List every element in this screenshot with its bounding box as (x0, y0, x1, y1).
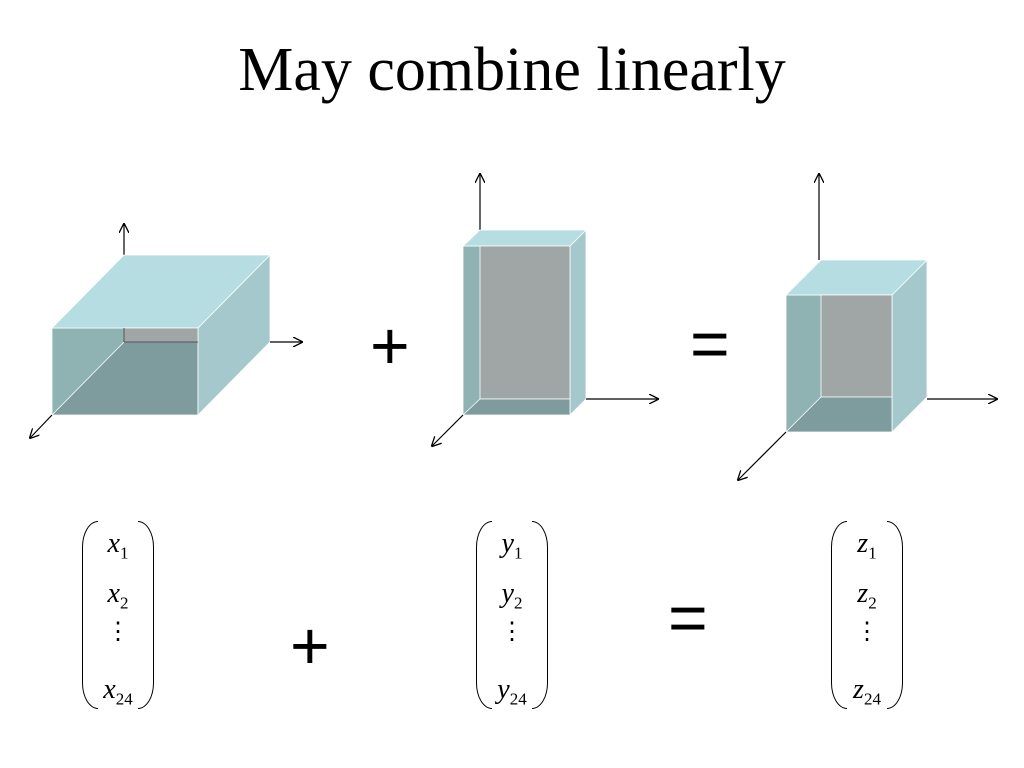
vector-z: z1 z2 ⋮ z24 (831, 521, 903, 717)
vector-x-entry-1: x1 (107, 528, 129, 563)
vector-z-entry-24: z24 (853, 674, 881, 709)
box-1-axis-z (30, 414, 53, 438)
vector-x-entry-24: x24 (103, 674, 133, 709)
box-2-side (569, 229, 587, 416)
vector-z-entry-2: z2 (857, 578, 877, 613)
box-3-axis-z (738, 431, 787, 480)
equals-sign-bottom: = (668, 580, 708, 656)
box-3-bottom-shadow (785, 396, 893, 433)
vector-y-entry-1: y1 (501, 528, 523, 563)
box-3-group (738, 174, 997, 480)
slide-title: May combine linearly (238, 36, 786, 104)
vector-y-ellipsis: ⋮ (500, 619, 524, 645)
vector-z-ellipsis: ⋮ (855, 619, 879, 645)
box-2-axis-z (432, 414, 464, 446)
vector-x-entry-2: x2 (107, 578, 129, 613)
box-1-group (30, 224, 302, 438)
vector-y-entry-24: y24 (497, 674, 527, 709)
plus-sign-top: + (370, 308, 410, 384)
equals-sign-top: = (690, 306, 730, 382)
box-1-inner-slab (123, 327, 199, 343)
box-2-inner-slab (479, 245, 571, 400)
vector-x: x1 x2 ⋮ x24 (82, 521, 154, 717)
plus-sign-bottom: + (290, 608, 330, 684)
vector-y: y1 y2 ⋮ y24 (476, 521, 548, 717)
box-2-bottom-shadow (462, 398, 571, 416)
box-2-group (432, 174, 658, 446)
vector-y-entry-2: y2 (501, 578, 523, 613)
vector-z-entry-1: z1 (857, 528, 877, 563)
vector-x-ellipsis: ⋮ (106, 619, 130, 645)
box-2-top (462, 229, 587, 247)
box-3-inner-slab (820, 294, 893, 398)
